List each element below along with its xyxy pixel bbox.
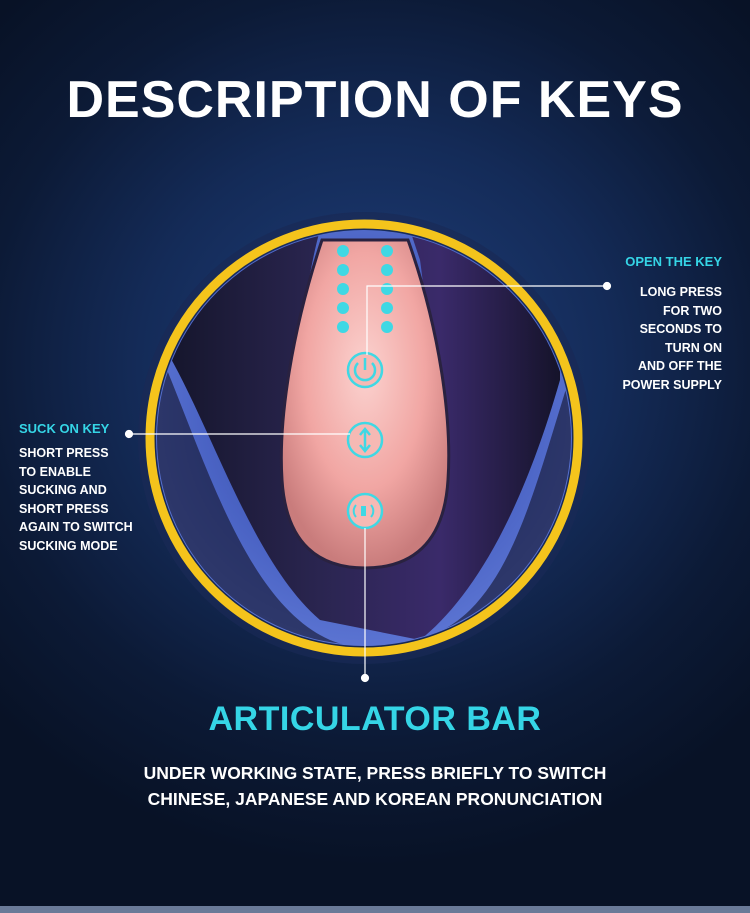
- open-key-heading: OPEN THE KEY: [625, 254, 722, 269]
- leader-lines: [124, 281, 612, 683]
- bottom-divider: [0, 906, 750, 913]
- sound-icon: [346, 492, 384, 530]
- page-title: DESCRIPTION OF KEYS: [66, 71, 684, 129]
- suck-key-heading: SUCK ON KEY: [19, 421, 110, 436]
- power-icon: [346, 351, 384, 389]
- articulator-description: UNDER WORKING STATE, PRESS BRIEFLY TO SW…: [143, 763, 607, 809]
- open-key-description: LONG PRESS FOR TWO SECONDS TO TURN ON AN…: [622, 285, 722, 392]
- suck-key-description: SHORT PRESS TO ENABLE SUCKING AND SHORT …: [19, 446, 133, 553]
- gold-ring: [145, 219, 583, 657]
- articulator-heading: ARTICULATOR BAR: [208, 700, 542, 738]
- suction-arrows-icon: [346, 421, 384, 459]
- led-indicators: [337, 245, 393, 333]
